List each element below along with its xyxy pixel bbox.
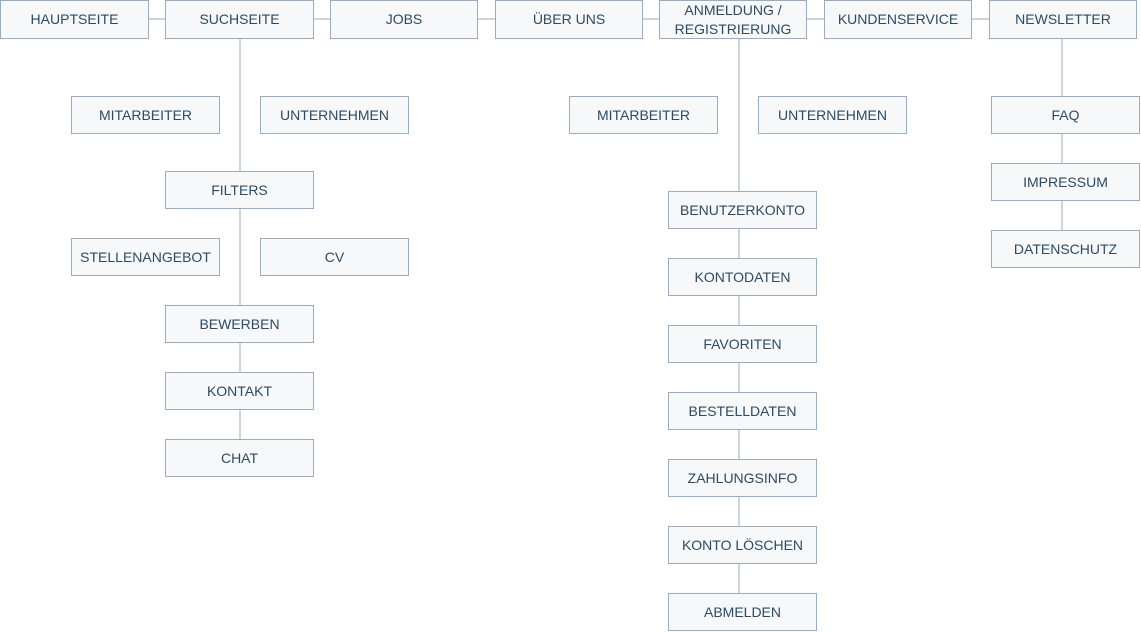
search-node-mitarbeiter[interactable]: MITARBEITER bbox=[71, 96, 220, 134]
newsletter-node-faq[interactable]: FAQ bbox=[991, 96, 1140, 134]
login-node-favoriten[interactable]: FAVORITEN bbox=[668, 325, 817, 363]
login-node-abmelden[interactable]: ABMELDEN bbox=[668, 593, 817, 631]
newsletter-node-impressum[interactable]: IMPRESSUM bbox=[991, 163, 1140, 201]
search-node-filters[interactable]: FILTERS bbox=[165, 171, 314, 209]
login-node-bestelldaten[interactable]: BESTELLDATEN bbox=[668, 392, 817, 430]
nav-item-jobs[interactable]: JOBS bbox=[330, 0, 478, 39]
login-node-zahlungsinfo[interactable]: ZAHLUNGSINFO bbox=[668, 459, 817, 497]
nav-item-kundenservice[interactable]: KUNDENSERVICE bbox=[824, 0, 972, 39]
login-node-unternehmen[interactable]: UNTERNEHMEN bbox=[758, 96, 907, 134]
search-node-stellenangebot[interactable]: STELLENANGEBOT bbox=[71, 238, 220, 276]
nav-item-suchseite[interactable]: SUCHSEITE bbox=[165, 0, 314, 39]
login-node-benutzerkonto[interactable]: BENUTZERKONTO bbox=[668, 191, 817, 229]
nav-item-newsletter[interactable]: NEWSLETTER bbox=[989, 0, 1137, 39]
nav-item-ueber-uns[interactable]: ÜBER UNS bbox=[495, 0, 643, 39]
login-node-konto-loeschen[interactable]: KONTO LÖSCHEN bbox=[668, 526, 817, 564]
nav-item-anmeldung-registrierung[interactable]: ANMELDUNG / REGISTRIERUNG bbox=[659, 0, 807, 39]
nav-item-hauptseite[interactable]: HAUPTSEITE bbox=[0, 0, 149, 39]
search-node-cv[interactable]: CV bbox=[260, 238, 409, 276]
search-node-kontakt[interactable]: KONTAKT bbox=[165, 372, 314, 410]
search-node-bewerben[interactable]: BEWERBEN bbox=[165, 305, 314, 343]
login-node-mitarbeiter[interactable]: MITARBEITER bbox=[569, 96, 718, 134]
search-node-chat[interactable]: CHAT bbox=[165, 439, 314, 477]
login-node-kontodaten[interactable]: KONTODATEN bbox=[668, 258, 817, 296]
search-node-unternehmen[interactable]: UNTERNEHMEN bbox=[260, 96, 409, 134]
newsletter-node-datenschutz[interactable]: DATENSCHUTZ bbox=[991, 230, 1140, 268]
